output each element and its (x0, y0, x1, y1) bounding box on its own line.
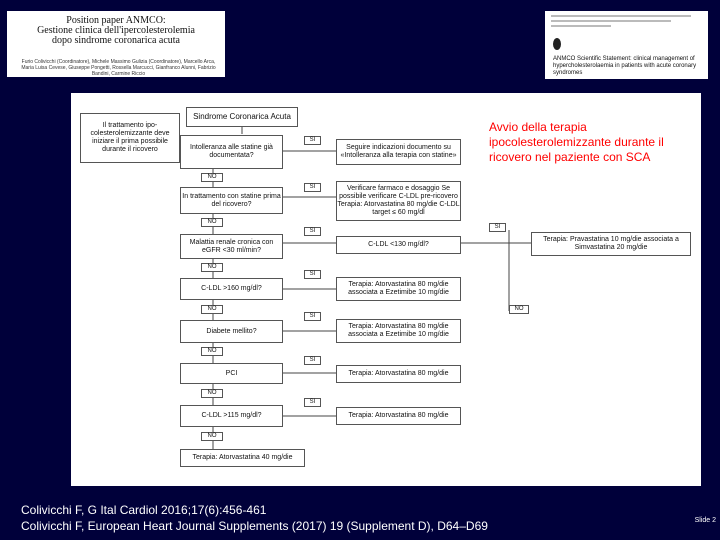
no-label: NO (201, 347, 223, 356)
answer-text: Terapia: Atorvastatina 80 mg/die associa… (348, 323, 449, 338)
answer-text: C-LDL <130 mg/dl? (368, 241, 429, 248)
thumbnail-title: ANMCO Scientific Statement: clinical man… (553, 56, 697, 76)
no-label: NO (201, 432, 223, 441)
journal-logo-icon (553, 38, 561, 50)
answer-text: Terapia: Atorvastatina 80 mg/die associa… (348, 281, 449, 296)
answer-pravastatin: Terapia: Pravastatina 10 mg/die associat… (531, 232, 691, 256)
question-text: Malattia renale cronica con eGFR <30 ml/… (189, 238, 274, 254)
yes-label: SI (304, 312, 321, 321)
yes-label: SI (304, 227, 321, 236)
thumbnail-italian-paper: Position paper ANMCO: Gestione clinica d… (7, 11, 225, 77)
answer-atorva-ezetimibe-1: Terapia: Atorvastatina 80 mg/die associa… (336, 277, 461, 301)
citations: Colivicchi F, G Ital Cardiol 2016;17(6):… (21, 502, 488, 534)
no-label: NO (509, 305, 529, 314)
red-annotation: Avvio della terapia ipocolesterolemizzan… (489, 120, 664, 164)
thumbnail-title: Position paper ANMCO: Gestione clinica d… (7, 16, 225, 46)
answer-text: Verificare farmaco e dosaggio Se possibi… (337, 185, 460, 216)
no-label: NO (201, 173, 223, 182)
question-text: Intolleranza alle statine già documentat… (190, 144, 273, 159)
final-atorva-40: Terapia: Atorvastatina 40 mg/die (180, 449, 305, 467)
yes-label: SI (304, 270, 321, 279)
thumbnail-authors: Furio Colivicchi (Coordinatore), Michele… (21, 59, 216, 77)
note-box: Il trattamento ipo-colesterolemizzante d… (80, 113, 180, 163)
question-text: C-LDL >115 mg/dl? (201, 412, 262, 419)
yes-label: SI (304, 136, 321, 145)
note-text: Il trattamento ipo-colesterolemizzante d… (90, 122, 170, 153)
answer-atorva-80-1: Terapia: Atorvastatina 80 mg/die (336, 365, 461, 383)
question-statin-intolerance: Intolleranza alle statine già documentat… (180, 135, 283, 169)
question-text: PCI (225, 369, 238, 377)
answer-statin-intolerance: Seguire indicazioni documento su «Intoll… (336, 139, 461, 165)
thumbnail-header-lines (551, 15, 701, 30)
no-label: NO (201, 389, 223, 398)
question-ldl-160: C-LDL >160 mg/dl? (180, 278, 283, 300)
thumbnail-title-line: Position paper ANMCO: (66, 15, 166, 26)
answer-text: Seguire indicazioni documento su «Intoll… (340, 144, 457, 159)
question-text: Diabete mellito? (206, 327, 257, 335)
thumbnail-title-line: dopo sindrome coronarica acuta (51, 35, 180, 46)
yes-label: SI (304, 183, 321, 192)
answer-text: Terapia: Pravastatina 10 mg/die associat… (543, 236, 679, 251)
question-ldl-115: C-LDL >115 mg/dl? (180, 405, 283, 427)
no-label: NO (201, 263, 223, 272)
header-box: Sindrome Coronarica Acuta (186, 107, 298, 127)
thumbnail-english-paper: ANMCO Scientific Statement: clinical man… (545, 11, 708, 79)
header-text: Sindrome Coronarica Acuta (193, 112, 291, 121)
yes-label: SI (304, 398, 321, 407)
answer-atorva-ezetimibe-2: Terapia: Atorvastatina 80 mg/die associa… (336, 319, 461, 343)
question-prior-statin: In trattamento con statine prima del ric… (180, 187, 283, 214)
citation-line: Colivicchi F, G Ital Cardiol 2016;17(6):… (21, 503, 267, 517)
citation-line: Colivicchi F, European Heart Journal Sup… (21, 519, 488, 533)
question-diabetes: Diabete mellito? (180, 320, 283, 343)
flowchart-connectors (212, 127, 531, 449)
answer-prior-statin: Verificare farmaco e dosaggio Se possibi… (336, 181, 461, 221)
no-label: NO (201, 218, 223, 227)
question-text: In trattamento con statine prima del ric… (182, 192, 281, 208)
yes-label: SI (304, 356, 321, 365)
answer-text: Terapia: Atorvastatina 80 mg/die (348, 370, 449, 377)
thumbnail-title-line: Gestione clinica dell'ipercolesterolemia (37, 25, 195, 36)
question-renal-disease: Malattia renale cronica con eGFR <30 ml/… (180, 234, 283, 259)
slide-number: Slide 2 (694, 517, 716, 524)
final-text: Terapia: Atorvastatina 40 mg/die (192, 454, 293, 461)
yes-label: SI (489, 223, 506, 232)
answer-ldl-130: C-LDL <130 mg/dl? (336, 236, 461, 254)
no-label: NO (201, 305, 223, 314)
question-text: C-LDL >160 mg/dl? (201, 285, 262, 292)
answer-text: Terapia: Atorvastatina 80 mg/die (348, 412, 449, 419)
flowchart-panel: Il trattamento ipo-colesterolemizzante d… (71, 93, 701, 486)
question-pci: PCI (180, 363, 283, 384)
answer-atorva-80-2: Terapia: Atorvastatina 80 mg/die (336, 407, 461, 425)
